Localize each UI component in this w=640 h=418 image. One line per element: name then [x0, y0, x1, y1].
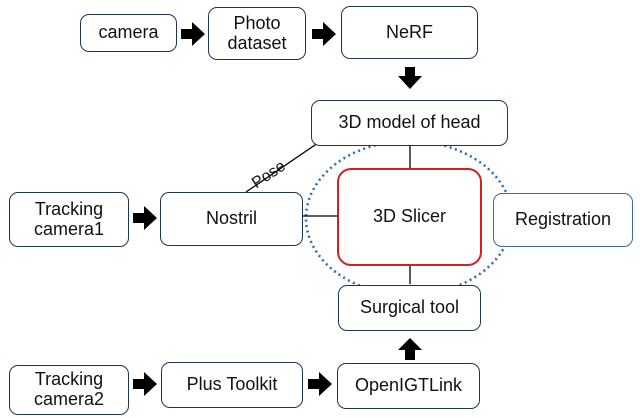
arrow-tracking1-to-nostril: [133, 206, 157, 230]
node-model-of-head-label: 3D model of head: [338, 112, 481, 133]
node-plus-toolkit: Plus Toolkit: [161, 362, 303, 408]
node-nostril-label: Nostril: [205, 208, 257, 229]
node-3d-slicer: 3D Slicer: [337, 168, 482, 266]
node-registration: Registration: [493, 193, 633, 247]
node-plus-toolkit-label: Plus Toolkit: [186, 374, 278, 395]
arrow-camera-to-photo: [181, 22, 205, 46]
node-registration-label: Registration: [514, 209, 612, 230]
node-3d-slicer-label: 3D Slicer: [372, 206, 447, 227]
node-camera: camera: [80, 14, 177, 52]
arrow-nerf-to-model: [398, 67, 422, 89]
arrow-photo-to-nerf: [312, 22, 336, 46]
arrow-openigt-to-tool: [398, 338, 422, 360]
arrow-plus-to-openigt: [308, 372, 332, 396]
node-tracking-camera1: Tracking camera1: [9, 192, 129, 247]
node-model-of-head: 3D model of head: [311, 100, 508, 146]
node-nostril: Nostril: [160, 192, 303, 246]
arrow-tracking2-to-plus: [133, 372, 157, 396]
node-nerf-label: NeRF: [385, 21, 433, 42]
node-nerf: NeRF: [341, 6, 478, 59]
node-surgical-tool: Surgical tool: [338, 285, 481, 331]
node-tracking-camera2-label: Tracking camera2: [33, 369, 105, 409]
node-surgical-tool-label: Surgical tool: [359, 297, 460, 318]
node-tracking-camera2: Tracking camera2: [9, 365, 129, 415]
node-photo-dataset: Photo dataset: [208, 7, 306, 60]
node-photo-dataset-label: Photo dataset: [227, 12, 287, 53]
node-camera-label: camera: [98, 22, 159, 43]
node-openigtlink: OpenIGTLink: [337, 363, 480, 409]
node-tracking-camera1-label: Tracking camera1: [33, 198, 105, 239]
node-openigtlink-label: OpenIGTLink: [354, 375, 463, 396]
